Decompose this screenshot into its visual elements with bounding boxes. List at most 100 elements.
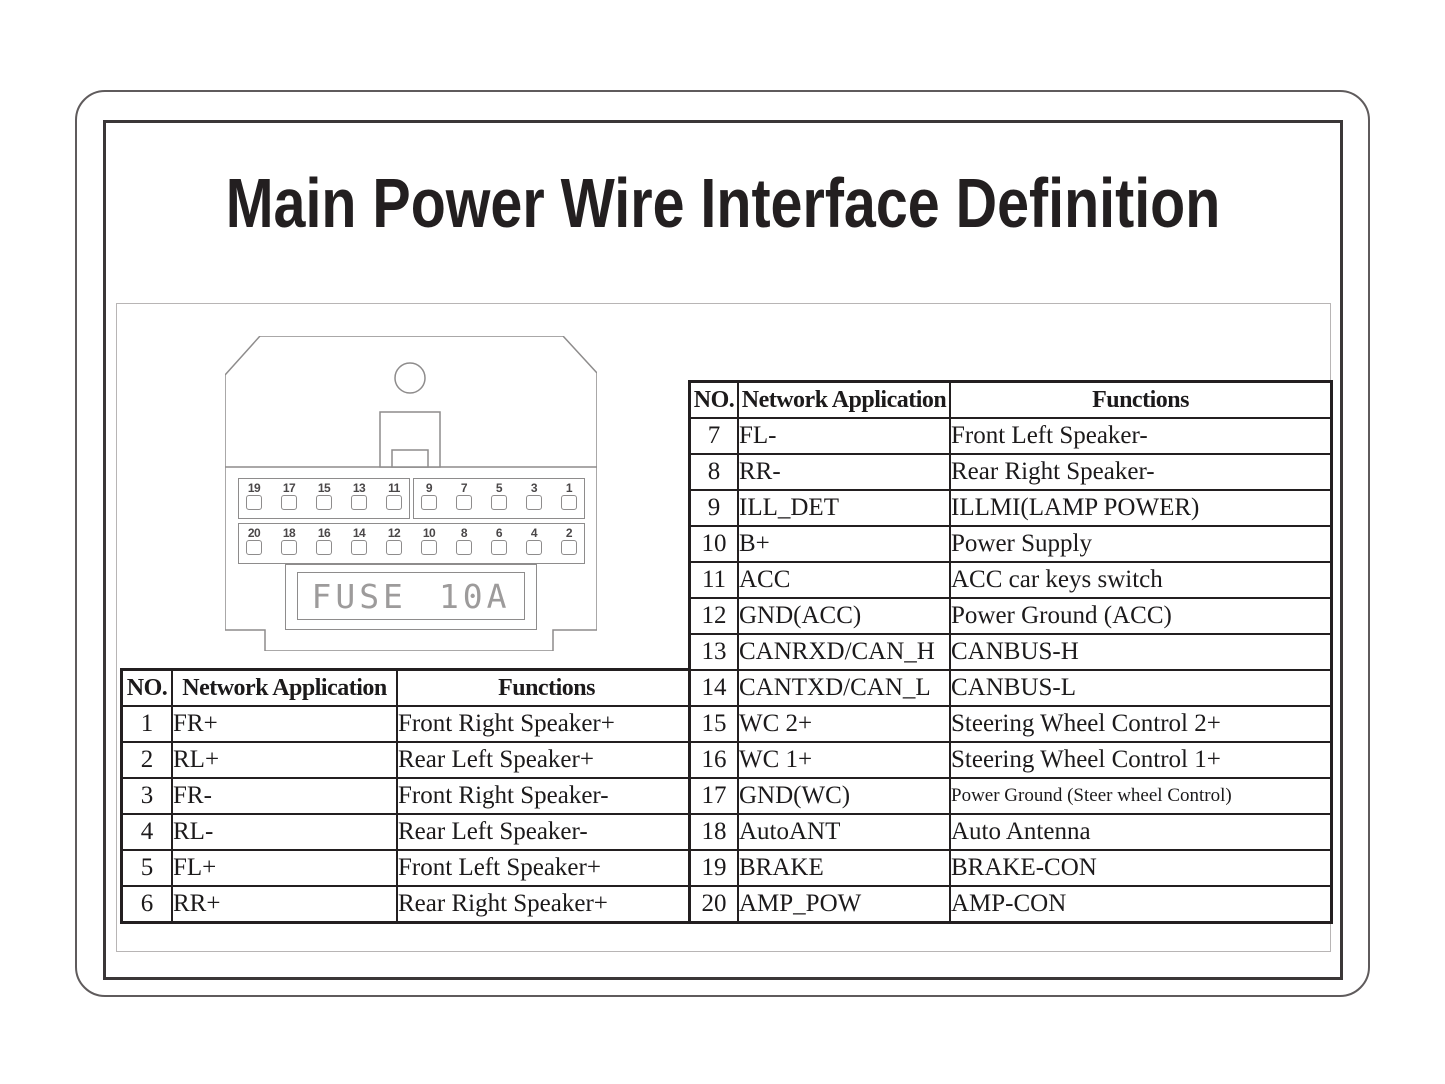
pin-number: 2	[565, 526, 573, 540]
network-application-cell: FL+	[171, 849, 398, 887]
pin-12: 12	[386, 527, 402, 563]
pin-number: 10	[422, 526, 436, 540]
pin-contact	[456, 495, 472, 510]
column-header: Network Application	[171, 668, 398, 707]
pin-5: 5	[491, 482, 507, 518]
pin-number: 20	[247, 526, 261, 540]
pin-6: 6	[491, 527, 507, 563]
pin-10: 10	[421, 527, 437, 563]
pin-no-cell: 11	[688, 561, 739, 599]
network-application-cell: BRAKE	[737, 849, 951, 887]
pin-contact	[421, 540, 437, 555]
function-cell: Auto Antenna	[949, 813, 1333, 851]
pin-contact	[561, 495, 577, 510]
function-cell: CANBUS-H	[949, 633, 1333, 671]
network-application-cell: RR-	[737, 453, 951, 491]
pin-contact	[351, 495, 367, 510]
pin-no-cell: 5	[120, 849, 173, 887]
pin-20: 20	[246, 527, 262, 563]
network-application-cell: WC 1+	[737, 741, 951, 779]
pin-contact	[561, 540, 577, 555]
pin-no-cell: 13	[688, 633, 739, 671]
pin-number: 16	[317, 526, 331, 540]
pin-1: 1	[561, 482, 577, 518]
fuse-label: FUSE	[311, 576, 407, 616]
pin-16: 16	[316, 527, 332, 563]
network-application-cell: ACC	[737, 561, 951, 599]
pin-number: 3	[530, 481, 538, 495]
pin-no-cell: 19	[688, 849, 739, 887]
pin-number: 12	[387, 526, 401, 540]
pin-contact	[491, 540, 507, 555]
pin-no-cell: 17	[688, 777, 739, 815]
function-cell: Steering Wheel Control 2+	[949, 705, 1333, 743]
pin-no-cell: 2	[120, 741, 173, 779]
pin-4: 4	[526, 527, 542, 563]
network-application-cell: GND(ACC)	[737, 597, 951, 635]
pin-15: 15	[316, 482, 332, 518]
pin-no-cell: 14	[688, 669, 739, 707]
function-cell: Front Left Speaker+	[396, 849, 698, 887]
pin-contact	[281, 540, 297, 555]
function-cell: Power Supply	[949, 525, 1333, 563]
pin-no-cell: 18	[688, 813, 739, 851]
pin-contact	[526, 495, 542, 510]
pin-no-cell: 15	[688, 705, 739, 743]
pin-number: 7	[460, 481, 468, 495]
pin-number: 13	[352, 481, 366, 495]
pin-no-cell: 1	[120, 705, 173, 743]
pin-18: 18	[281, 527, 297, 563]
fuse-box: FUSE 10A	[285, 564, 537, 630]
pin-number: 4	[530, 526, 538, 540]
function-cell: CANBUS-L	[949, 669, 1333, 707]
pin-7: 7	[456, 482, 472, 518]
fuse-rating: 10A	[438, 576, 511, 616]
pin-contact	[316, 495, 332, 510]
network-application-cell: GND(WC)	[737, 777, 951, 815]
pin-number: 17	[282, 481, 296, 495]
function-cell: AMP-CON	[949, 885, 1333, 924]
function-cell: Rear Left Speaker-	[396, 813, 698, 851]
pin-13: 13	[351, 482, 367, 518]
pin-no-cell: 7	[688, 417, 739, 455]
column-header: NO.	[688, 380, 739, 419]
network-application-cell: CANTXD/CAN_L	[737, 669, 951, 707]
function-cell: Steering Wheel Control 1+	[949, 741, 1333, 779]
key-slot-inner	[391, 449, 429, 468]
pin-no-cell: 12	[688, 597, 739, 635]
pin-contact	[246, 540, 262, 555]
network-application-cell: RL-	[171, 813, 398, 851]
function-cell: Front Right Speaker-	[396, 777, 698, 815]
pin-no-cell: 10	[688, 525, 739, 563]
network-application-cell: FL-	[737, 417, 951, 455]
pin-contact	[246, 495, 262, 510]
function-cell: ACC car keys switch	[949, 561, 1333, 599]
network-application-cell: RR+	[171, 885, 398, 924]
pin-number: 14	[352, 526, 366, 540]
pin-9: 9	[421, 482, 437, 518]
pin-number: 11	[388, 481, 400, 495]
pin-no-cell: 20	[688, 885, 739, 924]
pin-number: 6	[495, 526, 503, 540]
function-cell: Rear Left Speaker+	[396, 741, 698, 779]
network-application-cell: AMP_POW	[737, 885, 951, 924]
function-cell: BRAKE-CON	[949, 849, 1333, 887]
pin-no-cell: 8	[688, 453, 739, 491]
fuse-inner-box: FUSE 10A	[297, 572, 525, 620]
network-application-cell: CANRXD/CAN_H	[737, 633, 951, 671]
